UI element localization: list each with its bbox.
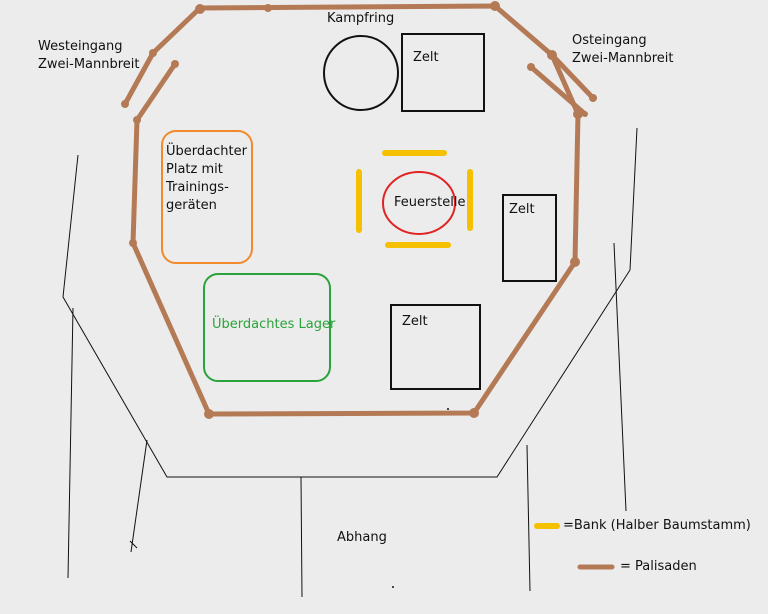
slope-lines — [62, 127, 638, 598]
zelt-bottom-label: Zelt — [402, 314, 428, 329]
palisade-east-gate — [528, 64, 588, 117]
palisade-main — [150, 3, 555, 58]
training-label-line1: Überdachter — [166, 144, 247, 159]
legend-palisade-label: = Palisaden — [620, 559, 697, 574]
osteingang-label-line2: Zwei-Mannbreit — [572, 51, 674, 66]
benches — [356, 150, 473, 248]
abhang-label: Abhang — [337, 530, 387, 545]
feuerstelle-circle — [382, 171, 456, 235]
zelt-right-label: Zelt — [509, 202, 535, 217]
lager-label: Überdachtes Lager — [212, 317, 336, 332]
osteingang-label-line1: Osteingang — [572, 33, 647, 48]
westeingang-label-line2: Zwei-Mannbreit — [38, 57, 140, 72]
palisade-west-inner — [130, 52, 581, 417]
palisade-west-upper — [122, 50, 156, 107]
feuerstelle-label: Feuerstelle — [394, 195, 466, 210]
training-label-line2: Platz mit — [166, 162, 223, 177]
palisade-posts — [121, 1, 597, 419]
legend-bench-label: =Bank (Halber Baumstamm) — [563, 518, 751, 533]
zelt-top-rect — [401, 33, 485, 112]
zelt-bottom-rect — [390, 304, 481, 390]
westeingang-label-line1: Westeingang — [38, 39, 123, 54]
training-label-line3: Trainings- — [166, 180, 229, 195]
kampfring-circle — [323, 35, 399, 111]
kampfring-label: Kampfring — [327, 11, 395, 26]
training-area-rect — [161, 130, 253, 264]
slope-outline — [62, 127, 638, 478]
training-label-line4: geräten — [166, 198, 217, 213]
storage-area-rect — [203, 273, 331, 382]
zelt-right-rect — [502, 194, 557, 282]
palisade-east-outer — [549, 52, 596, 101]
palisade-wall — [122, 3, 596, 417]
zelt-top-label: Zelt — [413, 50, 439, 65]
